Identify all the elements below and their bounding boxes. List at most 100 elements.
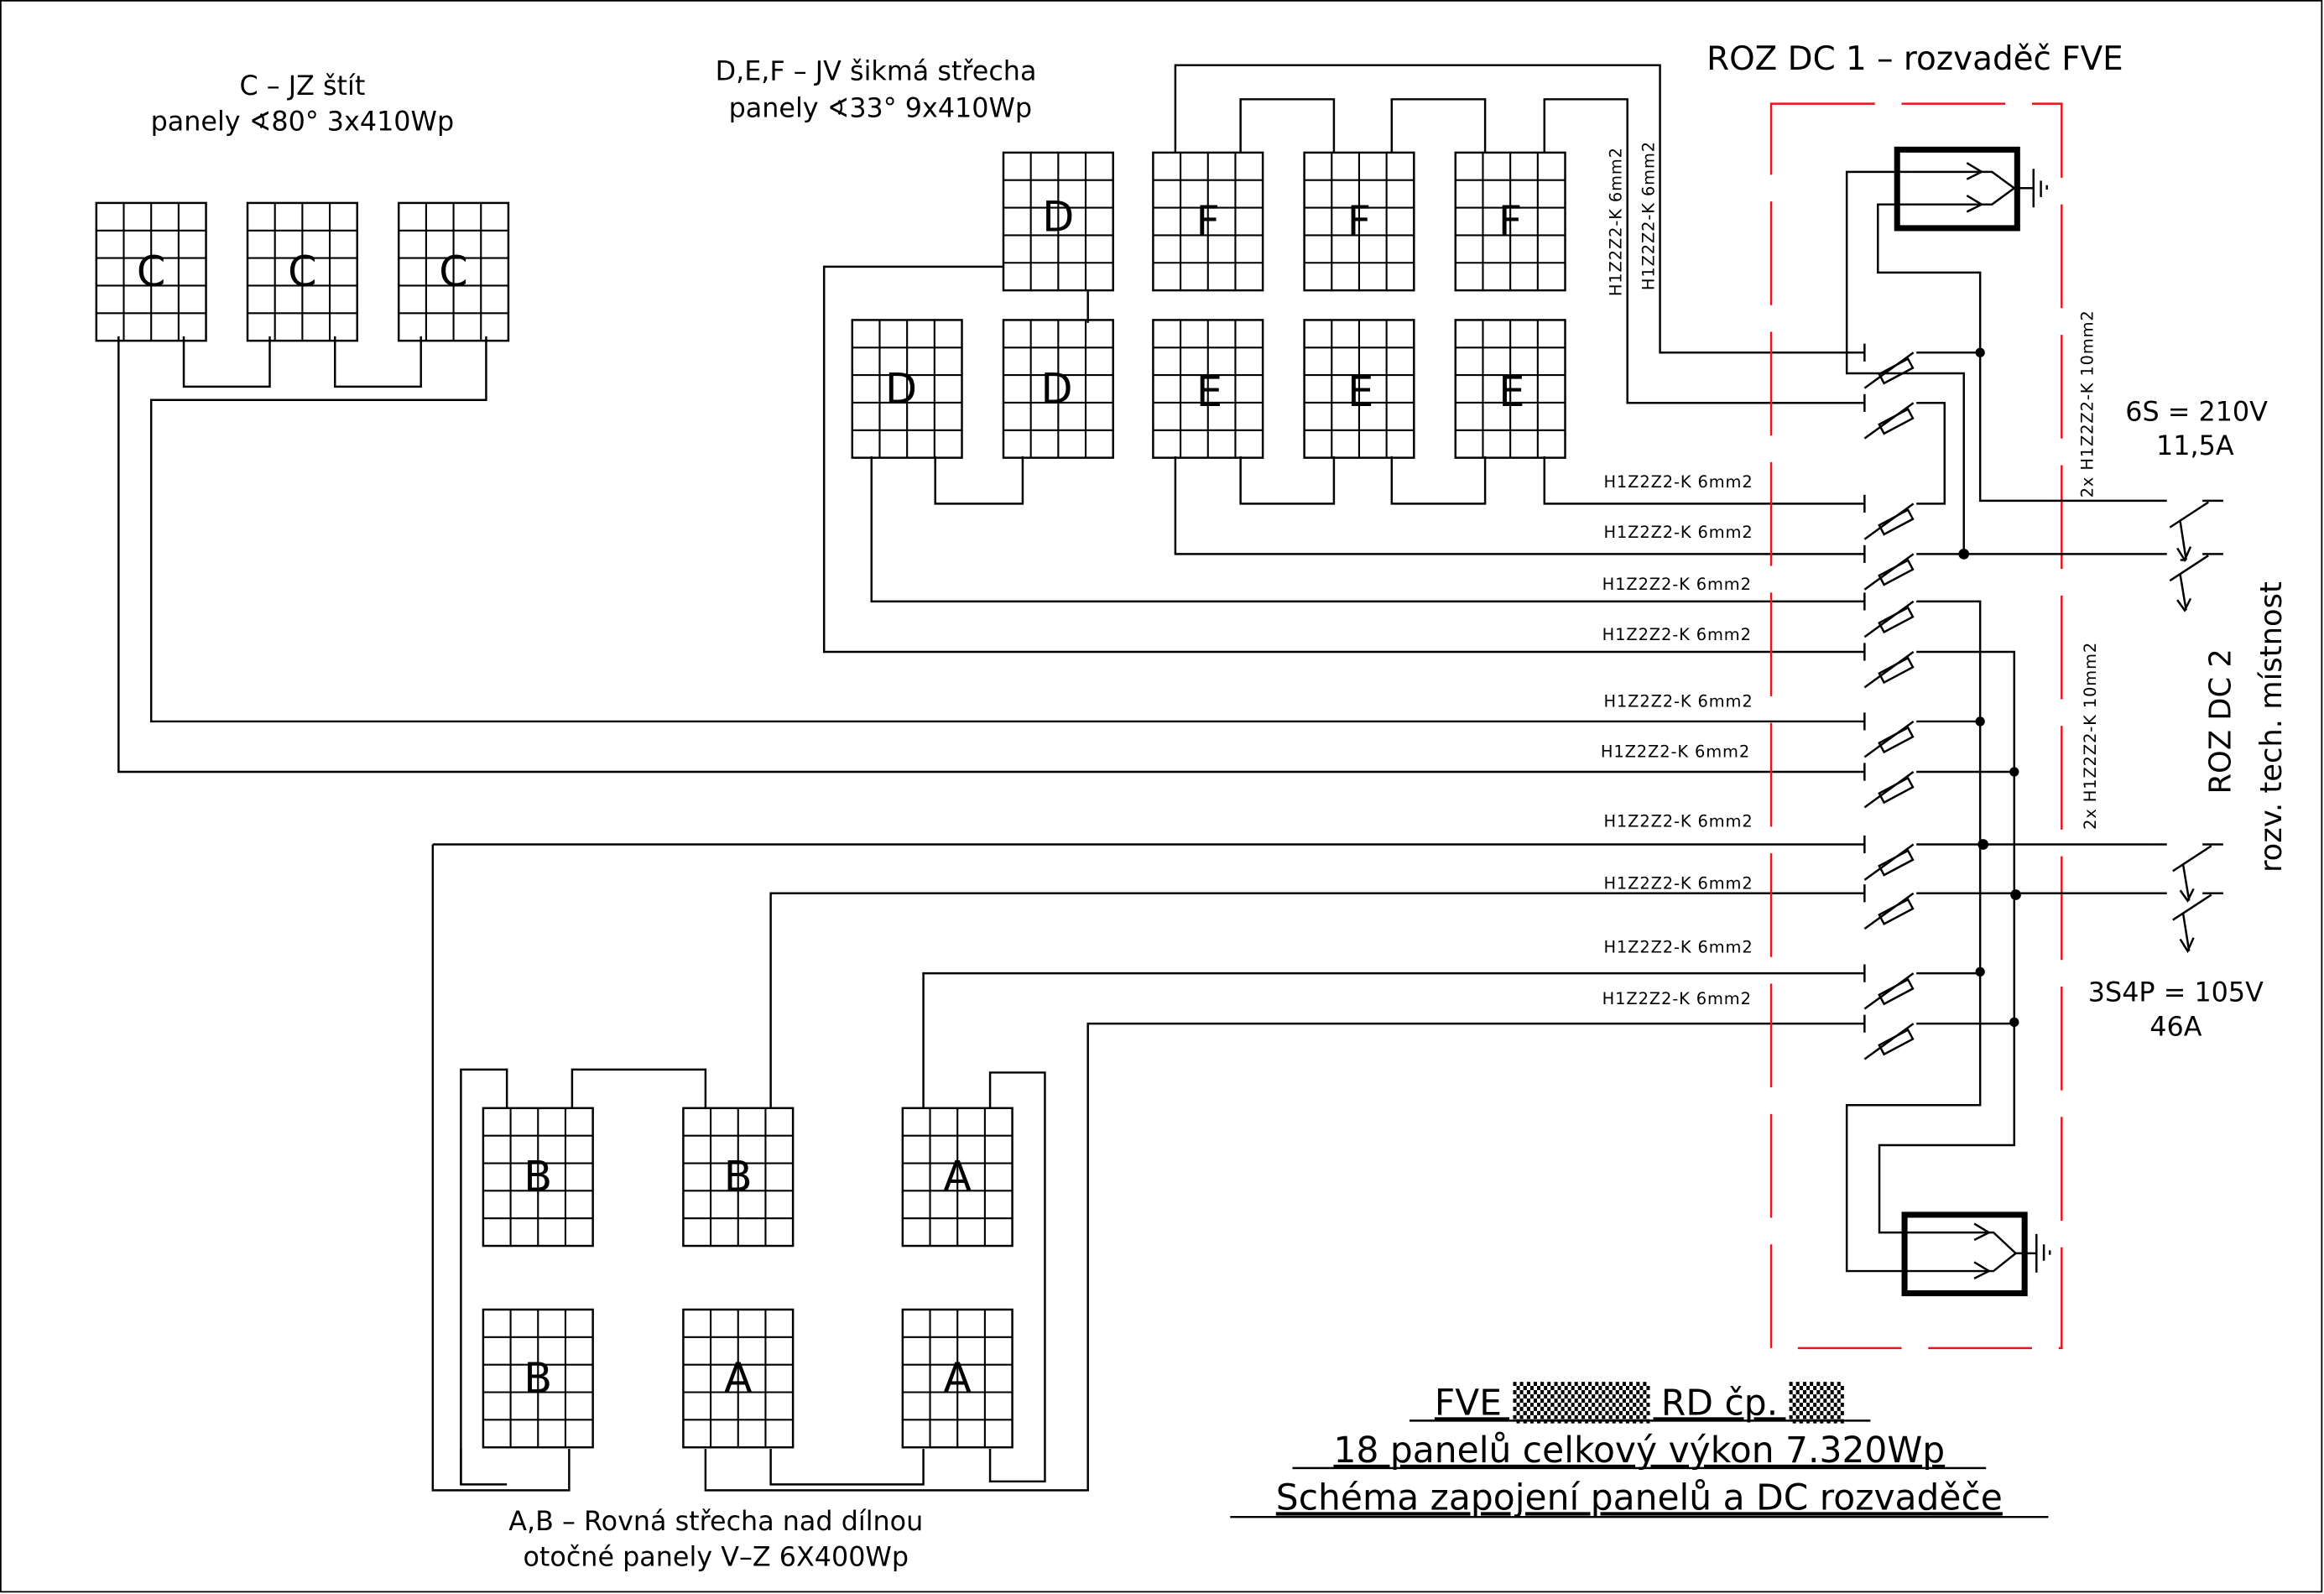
cable-label-row: H1Z2Z2-K 6mm2: [1602, 575, 1752, 594]
wiring-d: [822, 265, 1865, 654]
cable-label-row: H1Z2Z2-K 6mm2: [1603, 873, 1753, 893]
group-ab-line2: otočné panely V–Z 6X400Wp: [523, 1541, 909, 1572]
string-upper-line2: 11,5A: [2156, 430, 2234, 461]
panel-letter: D: [1041, 364, 1073, 413]
string-upper-info: 6S = 210V 11,5A: [2125, 396, 2268, 461]
panel-letter: F: [1498, 197, 1522, 246]
fuse-disconnector-icon: [1863, 835, 1915, 881]
panel-f-3: F: [1454, 151, 1566, 292]
panel-a-1: A: [901, 1107, 1013, 1248]
enclosure-outline: [1769, 102, 2063, 1350]
busbars: [1845, 170, 2149, 1273]
roz-dc2-switches: [2149, 499, 2223, 954]
panel-letter: C: [137, 247, 166, 296]
fuse-disconnector-icon: [1863, 884, 1915, 930]
roz-dc2-label: ROZ DC 2 rozv. tech. místnost: [2204, 581, 2289, 873]
group-def-line1: D,E,F – JV šikmá střecha: [716, 55, 1037, 86]
cable-labels: H1Z2Z2-K 6mm2 H1Z2Z2-K 6mm2 H1Z2Z2-K 6mm…: [1601, 141, 2100, 1008]
cable-label-row: H1Z2Z2-K 6mm2: [1601, 742, 1750, 761]
cable-label-row: H1Z2Z2-K 6mm2: [1602, 989, 1752, 1008]
fuse-disconnector-icon: [1863, 643, 1915, 689]
panel-letter: A: [724, 1354, 753, 1403]
spd-lower: [1901, 1211, 2051, 1297]
title-block: FVE ▒▒▒▒▒ RD čp. ▒▒ 18 panelů celkový vý…: [1230, 1381, 2049, 1518]
wiring-e: [1174, 456, 1865, 555]
group-ab-line1: A,B – Rovná střecha nad dílnou: [508, 1506, 923, 1537]
panel-b-1: B: [482, 1107, 594, 1248]
wiring-f: [1174, 64, 1865, 404]
title-line1: FVE ▒▒▒▒▒ RD čp. ▒▒: [1435, 1381, 1844, 1424]
title-line2: 18 panelů celkový výkon 7.320Wp: [1333, 1430, 1945, 1471]
panel-letter: B: [524, 1153, 552, 1201]
fuse-disconnector-icon: [1863, 343, 1915, 389]
panel-d-bottom-1: D: [851, 319, 963, 459]
panel-d-top: D: [1002, 151, 1114, 292]
fuse-disconnector-icon: [1863, 1014, 1915, 1060]
panel-b-3: B: [482, 1308, 594, 1449]
group-def-line2: panely ∢33° 9x410Wp: [729, 93, 1033, 124]
panel-letter: A: [943, 1153, 972, 1201]
title-line3: Schéma zapojení panelů a DC rozvaděče: [1276, 1477, 2003, 1518]
cable-label-vertical-1: H1Z2Z2-K 6mm2: [1607, 147, 1626, 296]
cable-label-row: H1Z2Z2-K 6mm2: [1603, 937, 1753, 956]
fuse-disconnector-icon: [1863, 592, 1915, 638]
panel-f-1: F: [1152, 151, 1264, 292]
roz-dc2-line2: rozv. tech. místnost: [2254, 581, 2289, 873]
panel-letter: F: [1347, 197, 1371, 246]
fuse-disconnector-icon: [1863, 964, 1915, 1010]
cable-label-output-lower: 2x H1Z2Z2-K 10mm2: [2081, 642, 2100, 830]
spd-upper: [1894, 146, 2048, 232]
panel-f-2: F: [1303, 151, 1415, 292]
fuse-disconnector-icon: [1863, 494, 1915, 540]
cable-label-row: H1Z2Z2-K 6mm2: [1602, 625, 1752, 644]
panel-a-3: A: [901, 1308, 1013, 1449]
panel-letter: C: [439, 247, 468, 296]
cable-label-row: H1Z2Z2-K 6mm2: [1603, 523, 1753, 542]
cable-label-row: H1Z2Z2-K 6mm2: [1603, 811, 1753, 831]
panel-a-2: A: [682, 1308, 795, 1449]
group-c-label: C – JZ štít panely ∢80° 3x410Wp: [151, 70, 455, 137]
panel-letter: E: [1196, 367, 1222, 416]
fuse-disconnector-icon: [1863, 712, 1915, 758]
fuse-disconnectors: [1863, 343, 1915, 1060]
panel-c-2: C: [246, 201, 358, 342]
cable-label-row: H1Z2Z2-K 6mm2: [1603, 691, 1753, 711]
panel-letter: D: [885, 364, 917, 413]
panel-letter: E: [1498, 367, 1524, 416]
roz-dc1-title: ROZ DC 1 – rozvaděč FVE: [1707, 40, 2123, 78]
panel-d-bottom-2: D: [1002, 319, 1114, 459]
group-def-label: D,E,F – JV šikmá střecha panely ∢33° 9x4…: [716, 55, 1037, 123]
panel-b-2: B: [682, 1107, 795, 1248]
panel-letter: A: [943, 1354, 972, 1403]
group-c-line2: panely ∢80° 3x410Wp: [151, 106, 455, 137]
panel-e-1: E: [1152, 319, 1264, 459]
roz-dc1-enclosure: ROZ DC 1 – rozvaděč FVE: [1707, 40, 2123, 1350]
panel-letter: B: [724, 1153, 753, 1201]
wiring-ab: [431, 843, 1865, 1492]
roz-dc2-line1: ROZ DC 2: [2204, 649, 2238, 794]
panel-letter: D: [1042, 192, 1074, 241]
panel-c-1: C: [95, 201, 207, 342]
panel-c-3: C: [397, 201, 510, 342]
group-ab-label: A,B – Rovná střecha nad dílnou otočné pa…: [508, 1506, 923, 1572]
panel-e-2: E: [1303, 319, 1415, 459]
string-lower-info: 3S4P = 105V 46A: [2088, 977, 2264, 1043]
string-lower-line1: 3S4P = 105V: [2088, 977, 2264, 1008]
wiring-c: [117, 336, 1865, 774]
fuse-disconnector-icon: [1863, 763, 1915, 809]
string-upper-line1: 6S = 210V: [2125, 396, 2268, 427]
cable-label-row: H1Z2Z2-K 6mm2: [1603, 472, 1753, 492]
fuse-disconnector-icon: [1863, 544, 1915, 591]
string-lower-line2: 46A: [2149, 1011, 2202, 1042]
panel-letter: F: [1196, 197, 1220, 246]
panel-letter: C: [288, 247, 317, 296]
group-c-line1: C – JZ štít: [239, 70, 365, 102]
panel-letter: B: [524, 1354, 552, 1403]
cable-label-output-upper: 2x H1Z2Z2-K 10mm2: [2077, 310, 2097, 497]
fuse-disconnector-icon: [1863, 393, 1915, 440]
panel-e-3: E: [1454, 319, 1566, 459]
panel-letter: E: [1347, 367, 1373, 416]
cable-label-vertical-2: H1Z2Z2-K 6mm2: [1639, 141, 1659, 290]
